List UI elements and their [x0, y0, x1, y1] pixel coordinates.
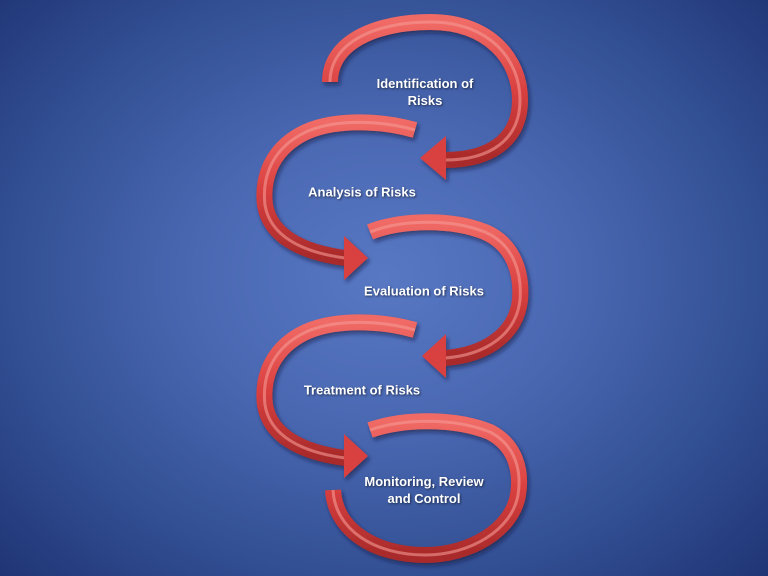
arrow-analysis [256, 114, 418, 280]
step-label-analysis: Analysis of Risks [308, 184, 416, 201]
label-line: and Control [387, 491, 461, 506]
arrow-evaluation [367, 214, 529, 378]
step-label-monitoring: Monitoring, Review and Control [364, 473, 483, 507]
arrow-monitoring [325, 413, 527, 564]
arrowhead-right-icon [344, 434, 368, 478]
step-label-treatment: Treatment of Risks [304, 382, 420, 399]
arrowhead-left-icon [420, 136, 446, 180]
label-line: Treatment of Risks [303, 382, 421, 398]
step-label-identification: Identification of Risks [377, 75, 474, 109]
arrowhead-left-icon [422, 334, 446, 378]
arrow-identification [322, 13, 529, 180]
label-line: Identification of [376, 76, 474, 91]
label-line: Risks [407, 93, 443, 108]
label-line: Analysis of Risks [308, 184, 416, 200]
label-line: Evaluation of Risks [364, 283, 484, 299]
arrow-treatment [256, 314, 418, 478]
step-label-evaluation: Evaluation of Risks [364, 283, 484, 300]
arrowhead-right-icon [344, 236, 368, 280]
label-line: Monitoring, Review [364, 474, 484, 489]
